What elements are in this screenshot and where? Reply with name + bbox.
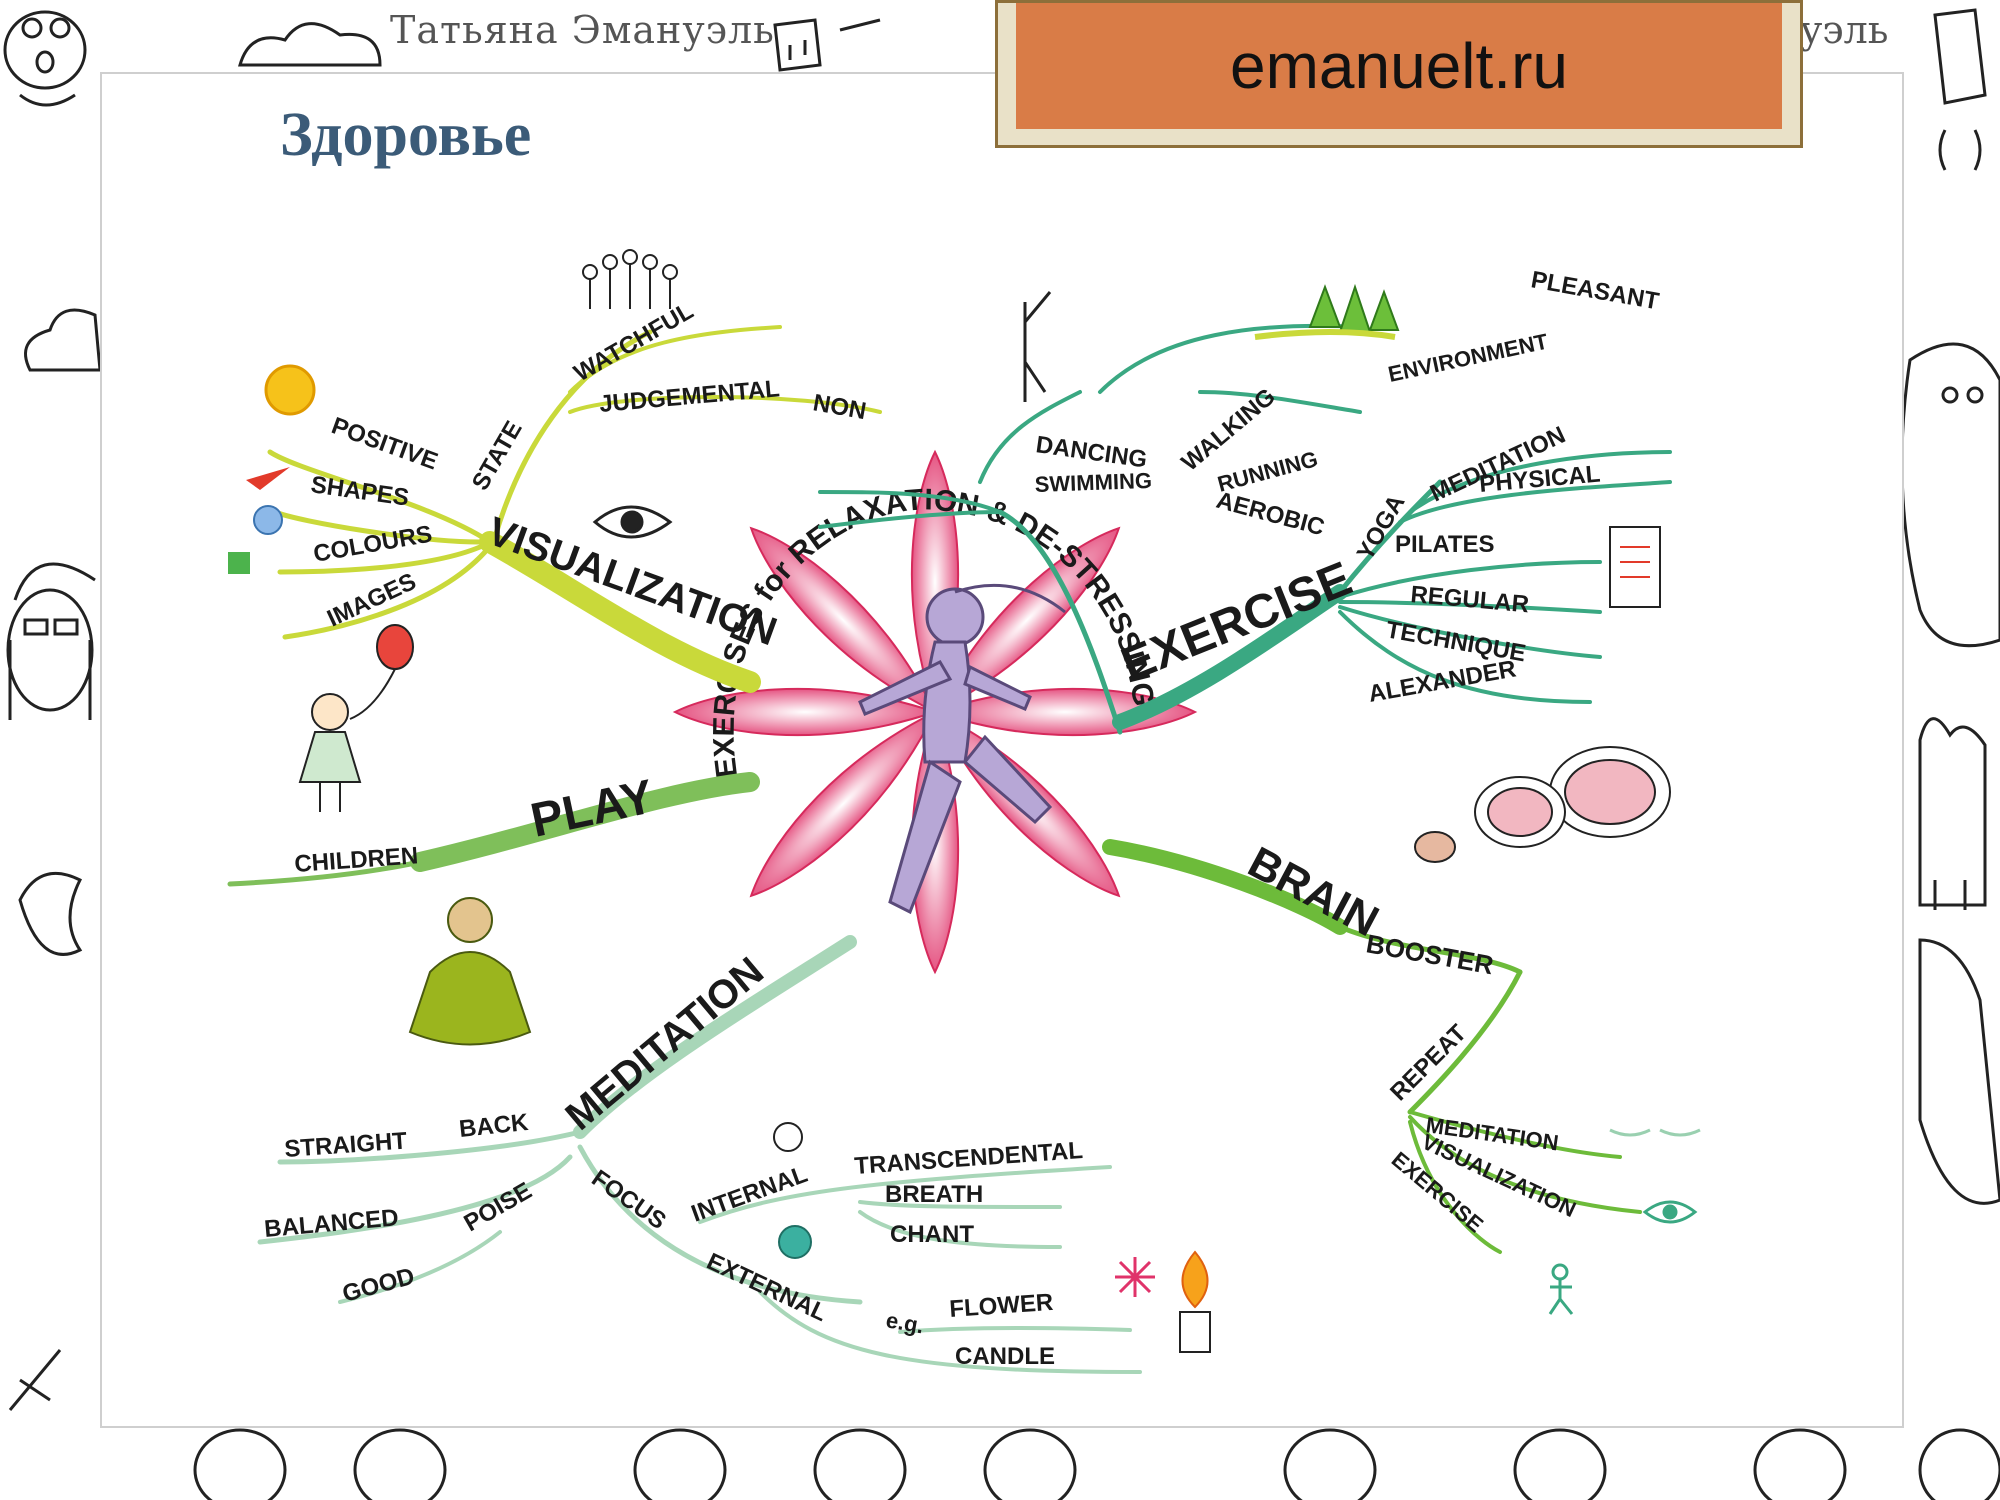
watchful-label: WATCHFUL	[570, 297, 699, 387]
children-label: CHILDREN	[294, 842, 420, 878]
lotus-petal	[932, 526, 1121, 715]
cloud-doodle	[238, 22, 382, 67]
square-icon	[228, 552, 250, 574]
lotus-petal	[749, 526, 938, 715]
rabbit-doodle	[1918, 717, 1987, 907]
balanced-label: BALANCED	[263, 1204, 400, 1243]
shapes-label: SHAPES	[309, 471, 411, 511]
transcendental-label: TRANSCENDENTAL	[854, 1137, 1084, 1180]
bird-doodle	[3, 10, 87, 90]
focus-label: FOCUS	[587, 1165, 671, 1235]
good-label: GOOD	[340, 1263, 418, 1308]
regular-label: REGULAR	[1409, 581, 1530, 618]
pilates-label: PILATES	[1395, 531, 1495, 558]
stick-figure-icon	[1548, 1263, 1574, 1315]
author-name-fragment: уэль	[1800, 8, 1889, 52]
exercise-branch	[1112, 584, 1348, 730]
runner-figure	[858, 583, 1066, 915]
poise-label: POISE	[460, 1177, 537, 1237]
girl-doodle	[6, 588, 94, 712]
left-cloud-doodle	[24, 308, 102, 372]
angel-doodle	[18, 871, 83, 956]
lotus-petal	[749, 709, 938, 898]
flowers-icon	[582, 249, 678, 309]
judgemental-label: JUDGEMENTAL	[598, 375, 781, 418]
visualization-branch	[479, 531, 761, 693]
candle-label: CANDLE	[955, 1343, 1055, 1370]
site-link[interactable]: emanuelt.ru	[1230, 30, 1568, 102]
trees-icon	[1254, 283, 1400, 340]
child-with-balloon-icon	[298, 624, 414, 812]
candle-icon	[1179, 1250, 1211, 1353]
chant-label: CHANT	[890, 1221, 974, 1248]
environment-label: ENVIRONMENT	[1386, 329, 1551, 387]
internal-label: INTERNAL	[688, 1161, 811, 1228]
flower-icon	[1115, 1257, 1155, 1297]
images-label: IMAGES	[323, 568, 420, 632]
dancing-label: DANCING	[1034, 431, 1149, 473]
swimming-label: SWIMMING	[1034, 468, 1152, 497]
page-title: Здоровье	[280, 101, 532, 169]
dancer-icon	[1023, 291, 1052, 402]
external-label: EXTERNAL	[702, 1248, 831, 1327]
flower-label: FLOWER	[949, 1289, 1055, 1323]
bottom-faces-doodle	[193, 1428, 2000, 1500]
meditation-branch	[573, 935, 857, 1139]
closed-eyes-icon	[1609, 1128, 1701, 1137]
triangle-icon	[246, 467, 290, 490]
site-banner-inner: emanuelt.ru	[1016, 3, 1782, 129]
positive-label: POSITIVE	[328, 412, 441, 475]
site-banner[interactable]: emanuelt.ru	[995, 0, 1803, 148]
smiley-icon	[773, 1122, 803, 1152]
brain-branch	[1102, 839, 1348, 935]
author-name: Татьяна Эмануэль	[390, 8, 775, 52]
back-label: BACK	[458, 1109, 530, 1143]
brain-icon	[1414, 746, 1671, 863]
paper-doodle	[1933, 8, 1987, 105]
clipboard-icon	[1609, 526, 1661, 608]
aerobic-label: AEROBIC	[1213, 487, 1327, 542]
meditation-label: MEDITATION	[558, 949, 772, 1139]
non-label: NON	[811, 389, 868, 425]
state-label: STATE	[467, 416, 528, 495]
small-eye-icon	[1642, 1200, 1698, 1224]
brain-label: BRAIN	[1240, 838, 1386, 947]
sun-icon	[264, 364, 316, 416]
breath-label: BREATH	[885, 1181, 983, 1208]
exercise-label: EXERCISE	[1114, 552, 1359, 692]
play-branch	[410, 772, 760, 872]
pleasant-label: PLEASANT	[1529, 266, 1661, 315]
buddha-icon	[408, 897, 532, 1046]
globe-icon	[778, 1225, 812, 1259]
music-doodle	[773, 18, 822, 72]
alexander-label: ALEXANDER	[1366, 655, 1518, 708]
mind-map: EXERCISES for RELAXATION & DE-STRESSING …	[227, 249, 1701, 1374]
booster-label: BOOSTER	[1364, 928, 1496, 980]
play-label: PLAY	[526, 770, 658, 848]
eg-label: e.g.	[884, 1307, 926, 1338]
circle-icon	[253, 505, 283, 535]
eye-icon	[592, 505, 673, 539]
